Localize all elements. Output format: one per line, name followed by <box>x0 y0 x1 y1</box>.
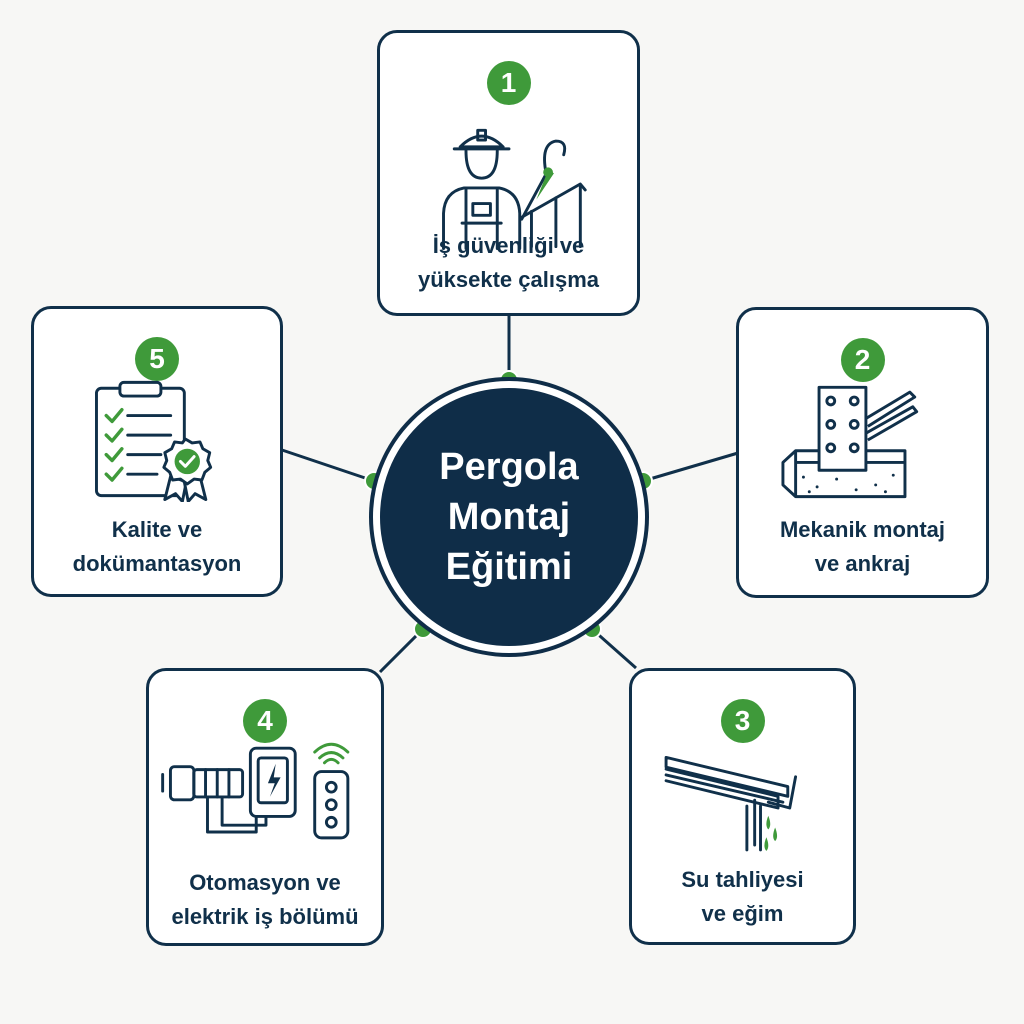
card-label: Su tahliyesi ve eğim <box>681 867 804 926</box>
hub-title: Pergola Montaj Eğitimi <box>439 446 579 588</box>
card-drainage: 3 Su tahliyesi ve eğim <box>629 668 856 945</box>
step-badge-5: 5 <box>135 337 179 381</box>
anchor-plate-icon <box>781 385 919 499</box>
step-badge-1: 1 <box>486 61 531 105</box>
card-label: Otomasyon ve elektrik iş bölümü <box>171 870 359 929</box>
card-label: Mekanik montaj ve ankraj <box>779 517 946 576</box>
worker-with-harness-icon <box>442 128 587 250</box>
center-hub: Pergola Montaj Eğitimi <box>373 381 645 653</box>
step-badge-2: 2 <box>840 338 885 382</box>
checklist-certificate-icon <box>95 380 213 502</box>
gutter-drainage-icon <box>664 756 798 852</box>
card-automation: 4 Otomasyon ve elektrik iş böl <box>146 668 384 946</box>
card-quality: 5 Kali <box>31 306 283 597</box>
card-label: İş güvenliği ve yüksekte çalışma <box>417 233 600 292</box>
step-badge-4: 4 <box>243 699 287 743</box>
step-badge-3: 3 <box>720 699 765 743</box>
card-mechanical: 2 Mekanik montaj ve ankraj <box>736 307 989 598</box>
card-safety: 1 İş güvenliği ve yüksekte çalışma <box>377 30 640 316</box>
card-label: Kalite ve dokümantasyon <box>72 517 242 576</box>
motor-control-icon <box>161 742 350 840</box>
